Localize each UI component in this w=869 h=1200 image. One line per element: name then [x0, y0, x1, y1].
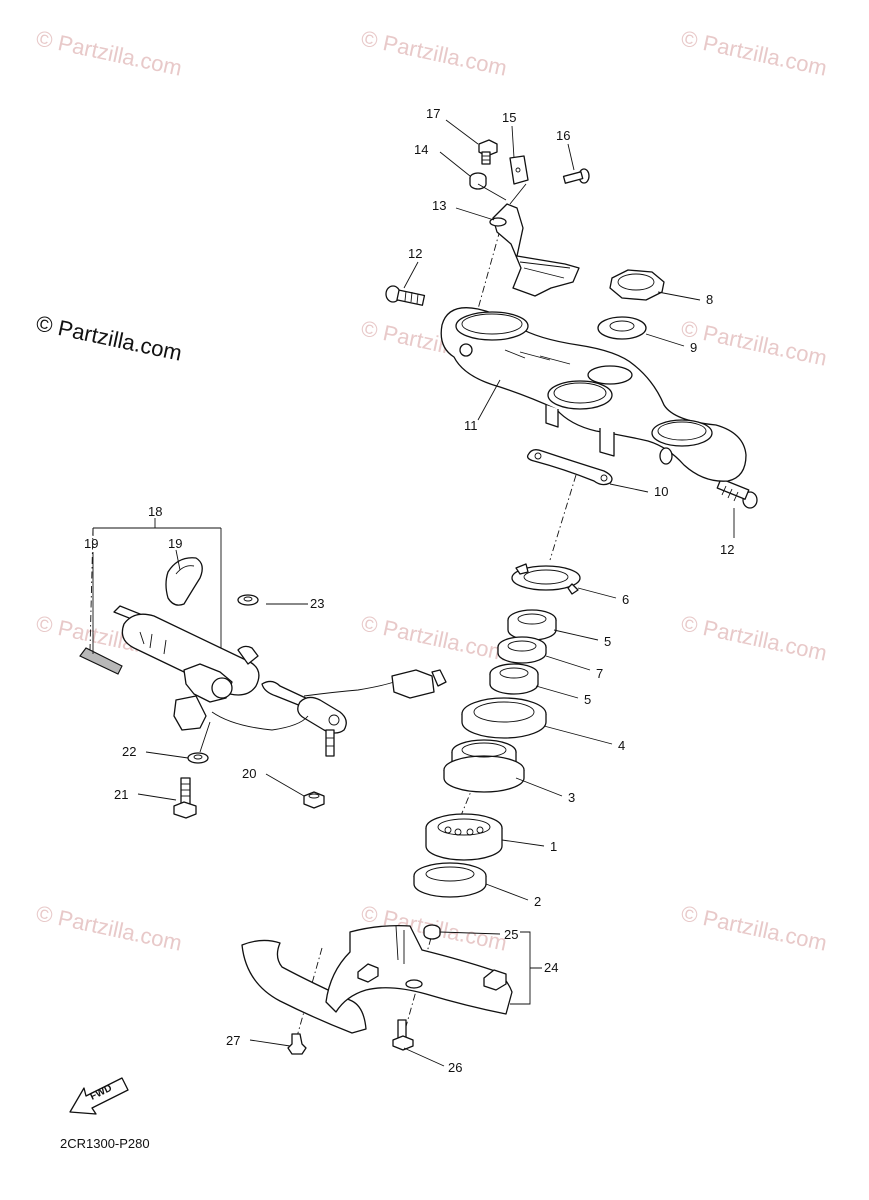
watermark: © Partzilla.com [359, 25, 509, 80]
part-8-nut[interactable] [609, 269, 665, 301]
part-9-washer[interactable] [597, 316, 647, 340]
callout-8[interactable]: 8 [706, 292, 713, 307]
callout-6[interactable]: 6 [622, 592, 629, 607]
part-20-nut[interactable] [303, 791, 325, 809]
part-12-bolt-left[interactable] [385, 285, 426, 306]
part-1-bearing[interactable] [425, 813, 503, 861]
callout-10[interactable]: 10 [654, 484, 668, 499]
callout-13[interactable]: 13 [432, 198, 446, 213]
callout-2[interactable]: 2 [534, 894, 541, 909]
callout-17[interactable]: 17 [426, 106, 440, 121]
part-10-plate[interactable] [526, 449, 613, 486]
callout-18[interactable]: 18 [148, 504, 162, 519]
callout-1[interactable]: 1 [550, 839, 557, 854]
brand-mark: © Partzilla.com [34, 310, 184, 365]
callout-labels: 17 15 16 14 13 12 8 9 11 10 12 6 5 7 5 4… [84, 106, 734, 1075]
callout-24[interactable]: 24 [544, 960, 558, 975]
part-25-nut[interactable] [423, 924, 441, 940]
part-27-rivet[interactable] [287, 1033, 307, 1055]
drawing-code: 2CR1300-P280 [60, 1136, 150, 1151]
callout-27[interactable]: 27 [226, 1033, 240, 1048]
callout-11[interactable]: 11 [464, 418, 478, 433]
part-26-bolt[interactable] [392, 1019, 414, 1051]
part-19-band-upper[interactable] [165, 557, 203, 606]
watermark: © Partzilla.com [34, 25, 184, 80]
callout-21[interactable]: 21 [114, 787, 128, 802]
callout-23[interactable]: 23 [310, 596, 324, 611]
part-5-ring-nut-upper[interactable] [507, 609, 557, 641]
callout-15[interactable]: 15 [502, 110, 516, 125]
part-5-ring-nut-lower[interactable] [489, 663, 539, 695]
callout-19[interactable]: 19 [84, 536, 98, 551]
part-18-steering-damper[interactable] [113, 605, 447, 757]
part-12-bolt-right[interactable] [716, 478, 758, 509]
callout-20[interactable]: 20 [242, 766, 256, 781]
part-14-collar[interactable] [469, 172, 487, 190]
callout-22[interactable]: 22 [122, 744, 136, 759]
part-4-dust-seal[interactable] [461, 697, 547, 739]
callout-16[interactable]: 16 [556, 128, 570, 143]
callout-19[interactable]: 19 [168, 536, 182, 551]
part-7-washer[interactable] [497, 636, 547, 664]
watermark-layer: © Partzilla.com © Partzilla.com © Partzi… [34, 25, 829, 955]
callout-12[interactable]: 12 [408, 246, 422, 261]
callout-25[interactable]: 25 [504, 927, 518, 942]
watermark: © Partzilla.com [679, 610, 829, 665]
callout-5[interactable]: 5 [604, 634, 611, 649]
callout-9[interactable]: 9 [690, 340, 697, 355]
part-13-bracket[interactable] [489, 203, 580, 297]
watermark: © Partzilla.com [679, 315, 829, 370]
part-22-washer[interactable] [187, 752, 209, 764]
watermark: © Partzilla.com [679, 900, 829, 955]
callout-3[interactable]: 3 [568, 790, 575, 805]
callout-26[interactable]: 26 [448, 1060, 462, 1075]
callout-7[interactable]: 7 [596, 666, 603, 681]
part-6-lock-washer[interactable] [511, 563, 581, 595]
callout-5[interactable]: 5 [584, 692, 591, 707]
watermark: © Partzilla.com [34, 900, 184, 955]
part-11-upper-bracket[interactable] [440, 307, 747, 482]
part-23-washer[interactable] [237, 594, 259, 606]
part-19-band-lower[interactable] [79, 647, 123, 675]
part-24-cover[interactable] [241, 924, 513, 1034]
part-17-bolt[interactable] [478, 139, 498, 165]
watermark: © Partzilla.com [679, 25, 829, 80]
watermark: © Partzilla.com [359, 610, 509, 665]
part-21-bolt[interactable] [173, 777, 197, 819]
part-15-clip[interactable] [509, 155, 529, 185]
part-3-bearing[interactable] [443, 739, 525, 793]
callout-14[interactable]: 14 [414, 142, 428, 157]
callout-4[interactable]: 4 [618, 738, 625, 753]
fwd-arrow-icon: FWD [69, 1077, 129, 1115]
part-16-screw[interactable] [562, 168, 590, 184]
part-2-seal[interactable] [413, 862, 487, 898]
callout-12[interactable]: 12 [720, 542, 734, 557]
leader-lines [92, 119, 735, 1067]
